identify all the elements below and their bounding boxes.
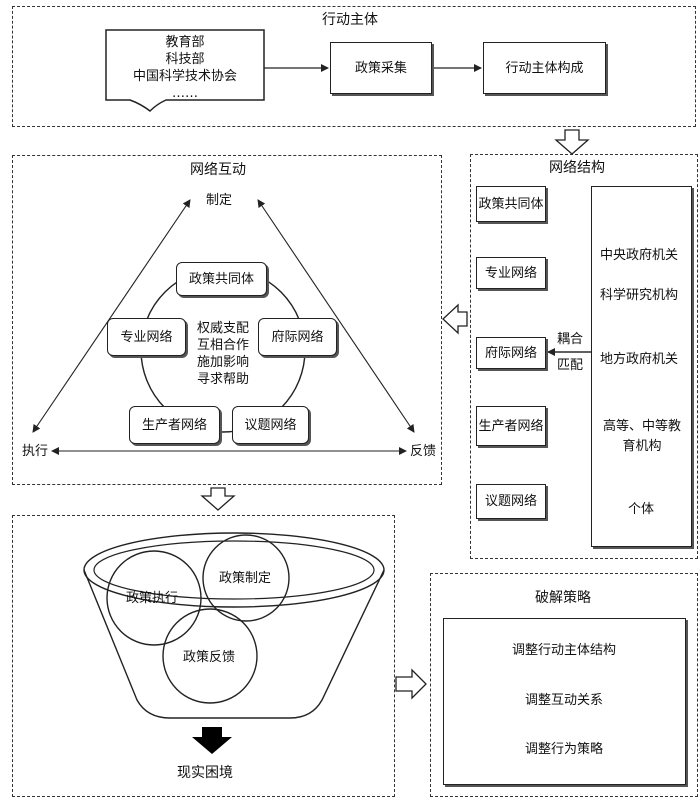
interaction-section [12, 155, 442, 485]
hollow-right-arrow [395, 668, 427, 700]
circle-label-policy-making: 政策制定 [219, 571, 272, 586]
interaction-center-text: 权威支配 互相合作 施加影响 寻求帮助 [187, 320, 259, 388]
doc-line-3: 中国科学技术协会 [132, 69, 237, 84]
node-label: 议题网络 [244, 417, 297, 433]
circle-policy-execution [106, 550, 202, 646]
vertex-feedback: 反馈 [410, 444, 437, 459]
structure-item-professional: 专业网络 [476, 257, 546, 289]
org-individual: 个体 [628, 502, 655, 517]
actor-section-title: 行动主体 [322, 12, 378, 28]
structure-item-label: 议题网络 [484, 494, 537, 509]
structure-item-intergov: 府际网络 [476, 337, 546, 369]
strategy-item-1: 调整行动主体结构 [512, 643, 617, 658]
structure-section-title: 网络结构 [549, 160, 605, 176]
node-intergov: 府际网络 [258, 318, 337, 356]
structure-item-label: 专业网络 [484, 265, 537, 281]
structure-organizations-box [591, 186, 692, 547]
org-central-gov: 中央政府机关 [600, 248, 679, 263]
circle-policy-feedback [162, 608, 258, 704]
center-line-2: 互相合作 [196, 338, 249, 353]
node-issue: 议题网络 [232, 406, 309, 444]
center-line-3: 施加影响 [196, 355, 249, 370]
node-professional: 专业网络 [107, 318, 186, 356]
vertex-execute: 执行 [22, 444, 49, 459]
strategy-box [443, 618, 686, 785]
match-label: 匹配 [557, 358, 584, 373]
actor-composition-label: 行动主体构成 [505, 60, 584, 76]
org-local-gov: 地方政府机关 [600, 352, 679, 367]
interaction-section-title: 网络互动 [190, 162, 246, 178]
vertex-formulate: 制定 [206, 193, 233, 208]
policy-collection-label: 政策采集 [354, 60, 407, 76]
circle-label-policy-execution: 政策执行 [126, 591, 179, 606]
actor-section [12, 6, 696, 127]
hollow-down-arrow-1 [554, 129, 590, 155]
org-education: 高等、中等教育机构 [602, 419, 681, 454]
structure-item-label: 生产者网络 [478, 418, 544, 434]
policy-collection-box: 政策采集 [330, 42, 432, 94]
doc-line-2: 科技部 [165, 52, 205, 67]
node-policy-community: 政策共同体 [176, 262, 267, 296]
structure-item-policy-community: 政策共同体 [476, 186, 546, 222]
strategy-item-3: 调整行为策略 [525, 742, 604, 757]
structure-item-issue: 议题网络 [476, 484, 546, 519]
structure-item-label: 府际网络 [484, 345, 537, 361]
actor-composition-box: 行动主体构成 [483, 42, 606, 94]
strategy-section [430, 573, 698, 797]
strategy-section-title: 破解策略 [535, 590, 591, 606]
structure-section [470, 154, 698, 559]
funnel-rim-outer [83, 532, 385, 608]
node-label: 府际网络 [271, 329, 324, 345]
hollow-down-arrow-2 [200, 487, 236, 511]
circle-label-policy-feedback: 政策反馈 [183, 650, 236, 665]
circle-policy-making [202, 534, 290, 622]
org-research: 科学研究机构 [600, 288, 679, 303]
triangle-left-arrow [32, 199, 191, 433]
dilemma-label: 现实困境 [177, 765, 233, 781]
doc-line-1: 教育部 [165, 35, 205, 50]
structure-item-label: 政策共同体 [478, 196, 544, 212]
center-line-1: 权威支配 [196, 321, 249, 336]
funnel-rim-inner [93, 540, 375, 600]
document-text: 教育部 科技部 中国科学技术协会 …… [106, 34, 264, 102]
doc-line-4: …… [172, 86, 198, 101]
node-label: 生产者网络 [141, 417, 207, 433]
couple-label: 耦合 [557, 332, 584, 347]
triangle-right-arrow [257, 199, 415, 433]
node-producer: 生产者网络 [129, 406, 220, 444]
document-shape [105, 29, 265, 112]
dilemma-section [12, 515, 395, 797]
node-label: 专业网络 [120, 329, 173, 345]
solid-down-arrow [192, 727, 232, 754]
hollow-left-arrow [442, 303, 468, 335]
node-label: 政策共同体 [188, 271, 254, 287]
strategy-item-2: 调整互动关系 [525, 693, 604, 708]
structure-item-producer: 生产者网络 [476, 406, 546, 446]
funnel-body [83, 569, 385, 719]
center-line-4: 寻求帮助 [196, 372, 249, 387]
